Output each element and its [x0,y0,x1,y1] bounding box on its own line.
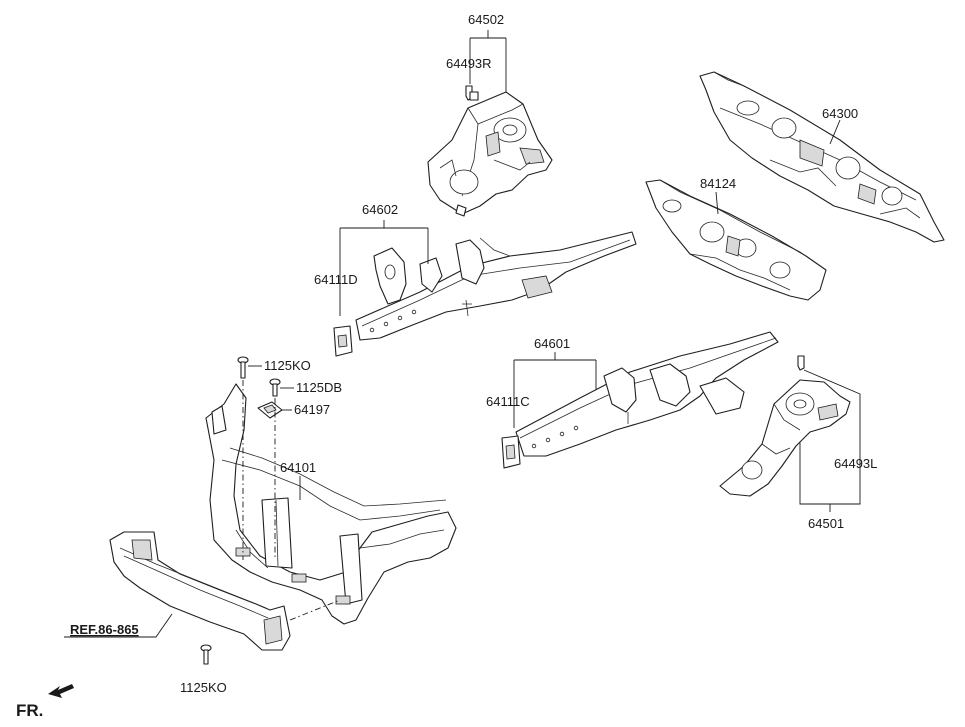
label-64197: 64197 [294,402,330,417]
leader-64501 [799,369,861,512]
leader-ref [64,613,173,638]
part-1125KO-bolt-top[interactable] [237,356,249,379]
label-64300: 64300 [822,106,858,121]
part-64111D-plate[interactable] [333,325,353,357]
label-64493L: 64493L [834,456,877,471]
label-64501: 64501 [808,516,844,531]
part-64493L-bracket[interactable] [797,355,805,371]
part-1125DB-bolt[interactable] [269,378,281,397]
part-64300-dash-panel[interactable] [699,71,945,243]
part-bumper-beam[interactable] [109,531,341,651]
label-fr: FR. [16,701,43,720]
label-64111C: 64111C [486,394,530,409]
part-64601-front-side-member-left[interactable] [515,331,779,457]
part-64602-front-side-member-right[interactable] [355,231,637,341]
label-64602: 64602 [362,202,398,217]
label-1125KO-top: 1125KO [264,358,311,373]
label-64502: 64502 [468,12,504,27]
leader-64601 [513,352,597,428]
part-64493R-bracket[interactable] [465,85,479,101]
label-64101: 64101 [280,460,316,475]
label-ref-86-865[interactable]: REF.86-865 [70,622,139,637]
label-64493R: 64493R [446,56,492,71]
part-84124-dash-insulator[interactable] [645,179,827,301]
front-direction-arrow-icon [48,684,74,698]
part-1125KO-bolt-bottom[interactable] [200,644,212,665]
label-84124: 84124 [700,176,736,191]
part-64101-carrier[interactable] [205,383,457,625]
leader-64300 [829,119,841,145]
leader-64602 [339,220,429,316]
leader-84124 [715,191,719,215]
part-64502-fender-apron-right[interactable] [427,91,553,217]
part-64111C-plate[interactable] [501,435,521,469]
leader-64502 [469,30,507,92]
part-64197-clip[interactable] [257,401,283,419]
label-1125DB: 1125DB [296,380,342,395]
label-1125KO-bottom: 1125KO [180,680,227,695]
label-64601: 64601 [534,336,570,351]
part-64501-fender-apron-left[interactable] [719,379,851,497]
label-64111D: 64111D [314,272,358,287]
